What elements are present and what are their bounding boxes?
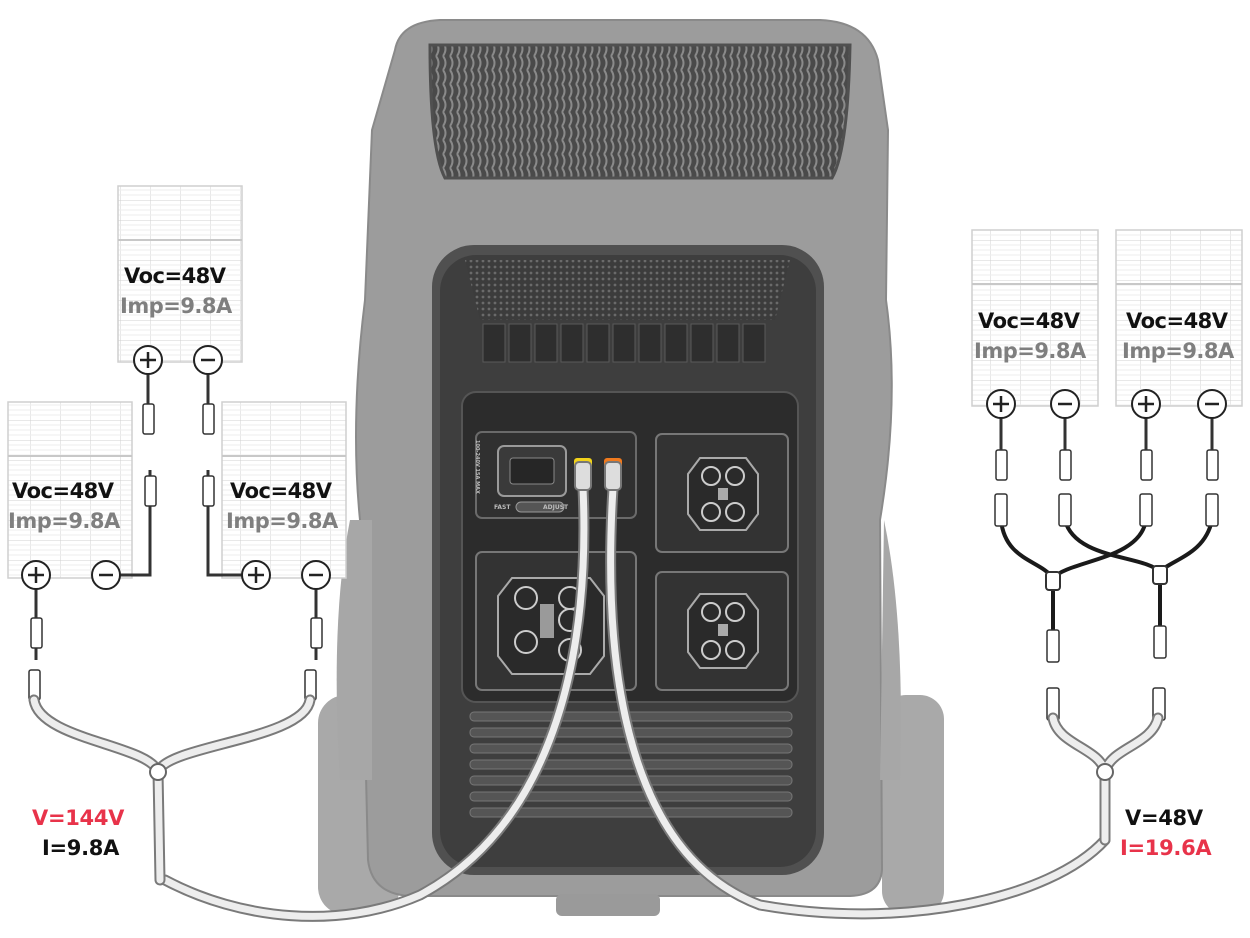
power-station	[318, 19, 944, 916]
mc4-connector-icon	[144, 475, 157, 507]
right-side-bump	[880, 520, 901, 780]
rear-fins	[482, 323, 766, 363]
series-total-voltage: V=144V	[32, 806, 125, 830]
series-total-current: I=9.8A	[42, 836, 120, 860]
mc4-connector-icon	[1059, 449, 1072, 481]
parallel-right-panel	[1115, 229, 1243, 407]
y-branch-icon	[1045, 571, 1061, 591]
mc4-connector-icon	[1139, 493, 1153, 527]
series-top-panel-imp: Imp=9.8A	[120, 294, 232, 318]
fast-label: FAST	[494, 504, 511, 511]
mc4-connector-icon	[142, 403, 155, 435]
station-foot	[556, 894, 660, 916]
series-right-panel-imp: Imp=9.8A	[226, 509, 338, 533]
mc4-connector-icon	[1205, 493, 1219, 527]
charge-speed-switch[interactable]	[515, 501, 565, 513]
parallel-right-panel-voc: Voc=48V	[1126, 309, 1228, 333]
parallel-right-panel-imp: Imp=9.8A	[1122, 339, 1234, 363]
expansion-port-top[interactable]	[655, 433, 789, 553]
minus-icon	[193, 345, 223, 375]
plus-icon	[21, 560, 51, 590]
parallel-left-panel	[971, 229, 1099, 407]
series-right-panel-voc: Voc=48V	[230, 479, 332, 503]
mc4-connector-icon	[1153, 625, 1167, 659]
mc4-connector-icon	[1206, 449, 1219, 481]
parallel-terminals	[986, 389, 1227, 419]
y-branch-icon	[1152, 565, 1168, 585]
minus-icon	[301, 560, 331, 590]
parallel-y-nodes	[1045, 565, 1168, 591]
plus-icon	[133, 345, 163, 375]
mc4-connector-icon	[202, 475, 215, 507]
mc4-connector-icon	[1058, 493, 1072, 527]
mc4-connector-icon	[1140, 449, 1153, 481]
parallel-branch-harness	[999, 519, 1214, 640]
rear-mesh	[465, 260, 790, 320]
series-mc4-connectors	[28, 403, 323, 701]
plus-icon	[986, 389, 1016, 419]
mc4-connector-icon	[30, 617, 43, 649]
parallel-y-cable	[1047, 712, 1164, 846]
series-right-panel	[221, 401, 347, 579]
series-terminals	[21, 345, 331, 590]
mc4-connector-icon	[1046, 629, 1060, 663]
station-input-cables	[159, 461, 1111, 922]
parallel-total-voltage: V=48V	[1125, 806, 1203, 830]
top-vent	[428, 43, 852, 180]
series-top-panel-voc: Voc=48V	[124, 264, 226, 288]
minus-icon	[1050, 389, 1080, 419]
y-branch-icon	[149, 763, 167, 781]
mc4-connector-icon	[202, 403, 215, 435]
series-left-panel-voc: Voc=48V	[12, 479, 114, 503]
parallel-left-panel-voc: Voc=48V	[978, 309, 1080, 333]
plus-icon	[241, 560, 271, 590]
y-branch-icon	[1096, 763, 1114, 781]
mc4-connector-icon	[310, 617, 323, 649]
ac-input-rating-label: 100-240V 15A MAX	[474, 440, 480, 494]
series-left-panel	[7, 401, 133, 579]
parallel-total-current: I=19.6A	[1120, 836, 1212, 860]
series-left-panel-imp: Imp=9.8A	[8, 509, 120, 533]
minus-icon	[1197, 389, 1227, 419]
left-side-bump	[336, 520, 372, 780]
mc4-connector-icon	[994, 493, 1008, 527]
minus-icon	[91, 560, 121, 590]
plus-icon	[1131, 389, 1161, 419]
parallel-mc4-connectors	[994, 449, 1219, 721]
parallel-left-panel-imp: Imp=9.8A	[974, 339, 1086, 363]
mc4-connector-icon	[995, 449, 1008, 481]
series-top-panel	[117, 185, 243, 363]
parallel-wiring	[999, 418, 1214, 480]
adjust-label: ADJUST	[543, 504, 569, 511]
series-y-cable	[28, 694, 316, 886]
expansion-port-bottom[interactable]	[655, 571, 789, 691]
